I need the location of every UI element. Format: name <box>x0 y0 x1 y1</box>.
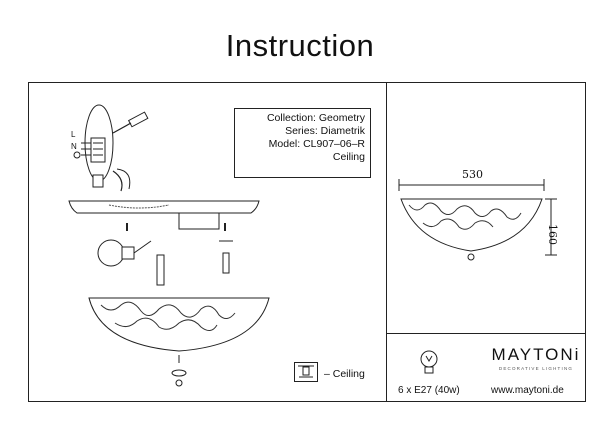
brand-website[interactable]: www.maytoni.de <box>491 385 564 396</box>
brand-logo: MAYTONi DECORATIVE LIGHTING <box>491 345 581 371</box>
brand-name: MAYTONi <box>491 345 581 364</box>
ceiling-mount-icon <box>294 362 318 382</box>
width-dimension: 530 <box>462 168 483 181</box>
brand-tagline: DECORATIVE LIGHTING <box>498 366 574 371</box>
finial <box>171 369 187 377</box>
ground-icon <box>73 151 81 159</box>
mount-type-text: Ceiling <box>332 151 365 163</box>
threaded-rod <box>156 254 165 286</box>
mounting-bracket <box>178 212 220 230</box>
wire-label-n: N <box>71 142 77 151</box>
wire-label-l: L <box>71 130 76 139</box>
series-text: Series: Diametrik <box>285 125 365 137</box>
glass-bowl <box>88 297 270 352</box>
finial-screw <box>219 240 233 274</box>
dimension-diagram <box>398 179 557 374</box>
junction-box <box>92 174 104 188</box>
ceiling-legend-label: – Ceiling <box>324 368 365 380</box>
installation-diagram <box>68 104 270 387</box>
ceiling-base <box>68 200 260 214</box>
fixture-profile <box>400 198 543 252</box>
divider-vertical <box>386 83 387 401</box>
product-info-box: Collection: Geometry Series: Diametrik M… <box>234 108 371 178</box>
model-text: Model: CL907–06–R <box>268 138 365 150</box>
screwdriver-icon <box>112 111 149 134</box>
height-dimension: 160 <box>546 224 559 245</box>
lightbulb-icon <box>420 350 438 374</box>
divider-horizontal <box>386 333 586 334</box>
page-title: Instruction <box>225 28 375 63</box>
collection-text: Collection: Geometry <box>266 112 365 124</box>
bulb-icon <box>97 239 152 267</box>
bulb-spec: 6 x E27 (40w) <box>398 385 460 396</box>
instruction-sheet: L N Collection: Geometry Series: Diametr… <box>28 82 586 402</box>
terminal-block <box>90 137 106 163</box>
